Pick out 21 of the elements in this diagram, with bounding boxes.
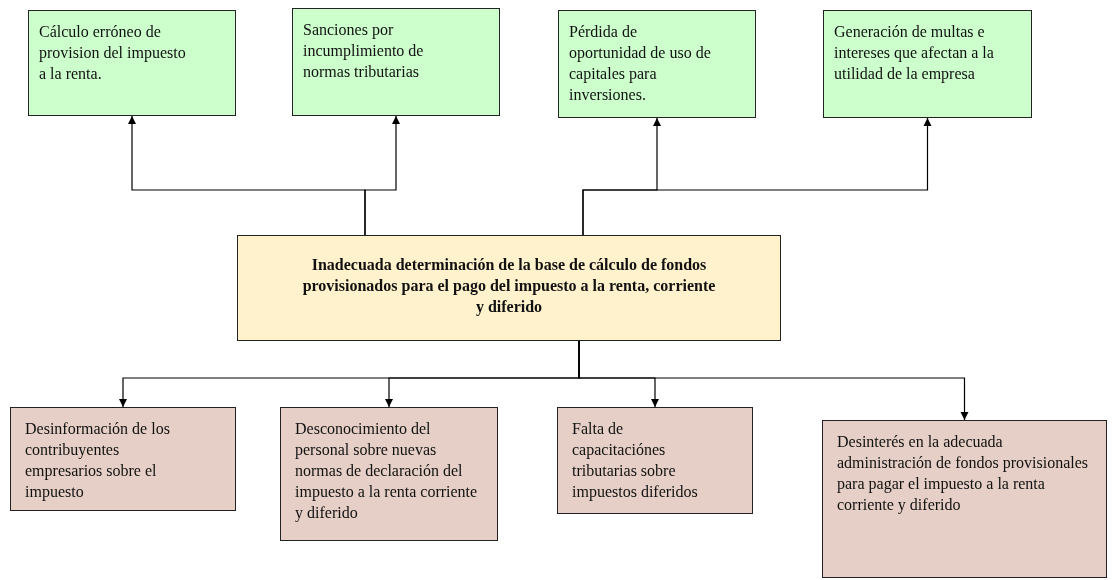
box-text: Falta de capacitaciónes tributarias sobre impuestos diferidos [572,419,699,502]
problem-box [237,235,781,341]
box-text: Desinterés en la adecuada administración de fondos provisionales para pagar el impuesto a la renta corriente y diferido [837,432,1090,515]
cause-box [822,420,1107,578]
cause-box [280,407,498,541]
box-text: Generación de multas e intereses que afectan a la utilidad de la empresa [834,22,995,84]
arrow [578,340,969,421]
effect-box [823,10,1032,118]
effect-box [292,8,500,116]
box-text: Desinformación de los contribuyentes empresarios sobre el impuesto [25,419,171,502]
box-text: Cálculo erróneo de provision del impuesto a la renta. [39,22,187,84]
box-text: Desconocimiento del personal sobre nuevas normas de declaración del impuesto a la renta corriente y diferido [295,419,479,523]
cause-box [557,407,753,514]
effect-box [28,10,236,116]
box-text: Pérdida de oportunidad de uso de capitales para inversiones. [569,22,712,105]
arrow [364,115,401,236]
cause-box [10,407,236,511]
box-text: Inadecuada determinación de la base de cálculo de fondos provisionados para el pago del impuesto a la renta, corriente y diferido [301,255,717,317]
effect-box [558,10,756,118]
arrow [582,117,932,236]
box-text: Sanciones por incumplimiento de normas tributarias [303,20,425,82]
